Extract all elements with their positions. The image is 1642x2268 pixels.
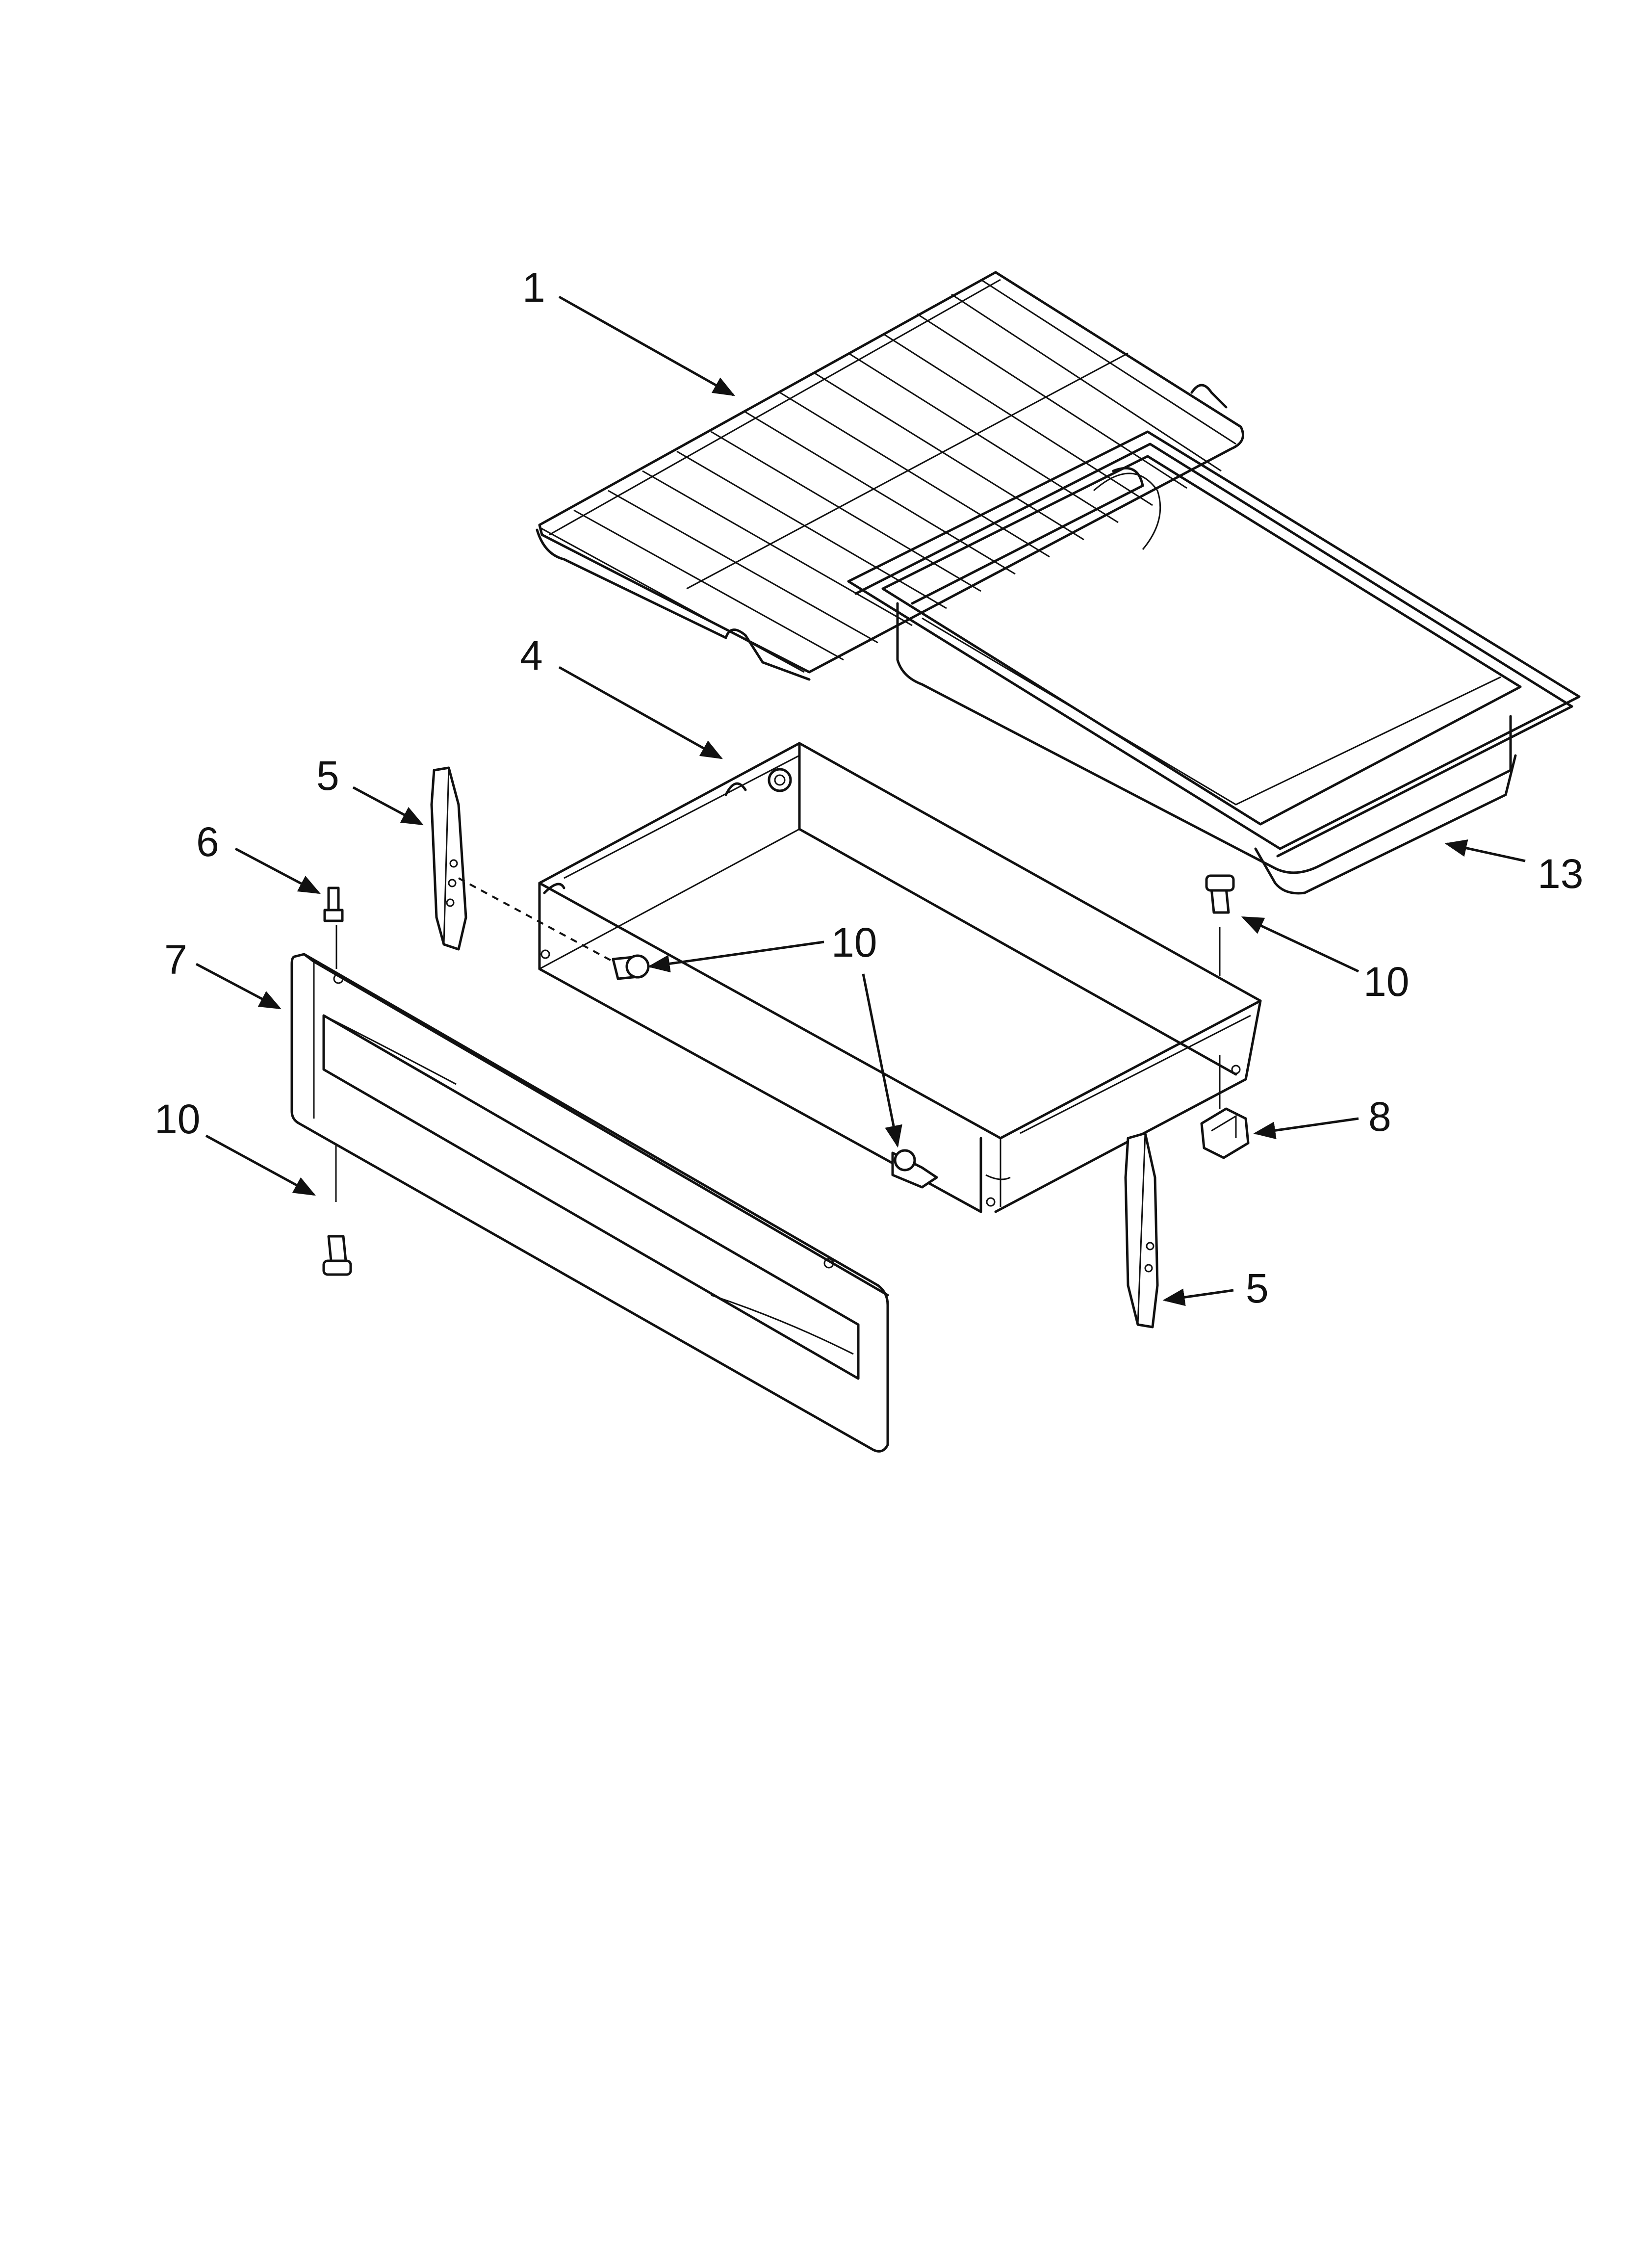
callout-5-left: 5 — [316, 753, 339, 799]
drawer-front-panel — [290, 953, 889, 1453]
leader-lines — [195, 295, 1526, 1306]
callout-4: 4 — [520, 632, 543, 678]
callout-7: 7 — [164, 937, 187, 983]
screw-c — [1205, 874, 1235, 976]
callout-13: 13 — [1538, 851, 1583, 897]
pin-part — [323, 886, 344, 969]
clip-part — [1200, 1055, 1250, 1159]
callout-10-right: 10 — [1363, 959, 1409, 1005]
slide-right — [1124, 1132, 1159, 1329]
callout-6: 6 — [196, 819, 219, 865]
drawer-body — [538, 742, 1262, 1213]
slide-left — [430, 766, 467, 951]
rack-bars — [573, 279, 1236, 661]
callout-10-left: 10 — [154, 1096, 200, 1142]
slide-mounting-dashline — [458, 877, 614, 963]
broiler-pan — [847, 430, 1581, 895]
screw-a — [612, 954, 650, 980]
callout-5-right: 5 — [1246, 1265, 1269, 1311]
callout-10-center: 10 — [831, 919, 877, 965]
screw-b — [891, 1149, 938, 1189]
oven-rack — [536, 271, 1244, 681]
screw-d — [322, 1146, 352, 1276]
callout-8: 8 — [1368, 1094, 1391, 1140]
callout-1: 1 — [522, 264, 545, 311]
